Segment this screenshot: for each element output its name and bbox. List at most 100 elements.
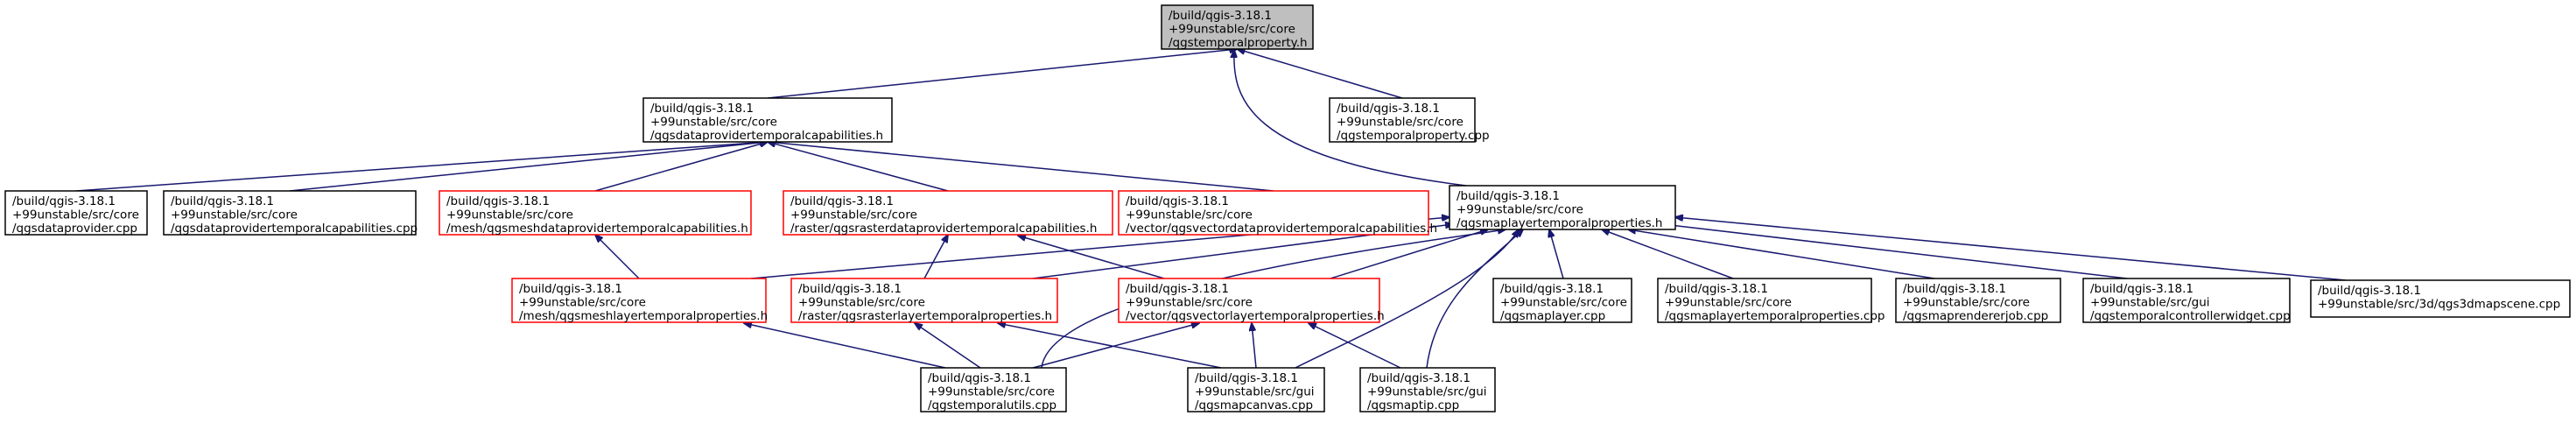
node-label-line: /raster/qgsrasterlayertemporalproperties… [798, 309, 1052, 323]
node-label-line: +99unstable/src/gui [2090, 296, 2210, 310]
node-label-line: /qgstemporalcontrollerwidget.cpp [2090, 309, 2291, 323]
node-box[interactable] [1895, 278, 2061, 323]
node-mesh_dptc[interactable]: /build/qgis-3.18.1+99unstable/src/core/m… [439, 190, 752, 236]
node-label-line: +99unstable/src/core [928, 385, 1055, 399]
node-vector_ltp[interactable]: /build/qgis-3.18.1+99unstable/src/core/v… [1118, 278, 1385, 323]
node-box[interactable] [4, 190, 148, 236]
node-label-line: /build/qgis-3.18.1 [1367, 371, 1470, 385]
edge-raster_dptc-to-dptc_h [768, 142, 949, 192]
edge-tu_cpp-to-raster_ltp [915, 323, 981, 369]
edge-mt_cpp-to-mltp_h [1426, 229, 1523, 369]
node-raster_dptc[interactable]: /build/qgis-3.18.1+99unstable/src/core/r… [783, 190, 1113, 236]
node-box[interactable] [2310, 279, 2571, 318]
node-label-line: /build/qgis-3.18.1 [650, 102, 754, 116]
node-label-line: /qgsmaplayer.cpp [1500, 309, 1605, 323]
node-scene_cpp[interactable]: /build/qgis-3.18.1+99unstable/src/3d/qgs… [2310, 279, 2571, 318]
node-label-line: /vector/qgsvectordataprovidertemporalcap… [1126, 222, 1437, 236]
node-mt_cpp[interactable]: /build/qgis-3.18.1+99unstable/src/gui/qg… [1359, 367, 1496, 412]
node-box[interactable] [2082, 278, 2291, 323]
node-label-line: +99unstable/src/3d/qgs3dmapscene.cpp [2318, 298, 2560, 312]
node-box[interactable] [920, 367, 1067, 412]
node-mesh_ltp[interactable]: /build/qgis-3.18.1+99unstable/src/core/m… [511, 278, 768, 323]
node-label-line: /qgsmapcanvas.cpp [1195, 398, 1313, 412]
node-box[interactable] [1187, 367, 1325, 412]
node-mltp_cpp[interactable]: /build/qgis-3.18.1+99unstable/src/core/q… [1657, 278, 1885, 323]
node-box[interactable] [783, 190, 1113, 236]
node-box[interactable] [1359, 367, 1496, 412]
node-box[interactable] [511, 278, 767, 323]
node-box[interactable] [1657, 278, 1872, 323]
node-label-line: +99unstable/src/gui [1195, 385, 1315, 399]
node-label-line: /qgsmaplayertemporalproperties.h [1456, 216, 1662, 230]
node-label-line: /qgsdataprovider.cpp [12, 222, 137, 236]
node-box[interactable] [163, 190, 417, 236]
node-label-line: +99unstable/src/core [1903, 296, 2030, 310]
node-label-line: /build/qgis-3.18.1 [171, 194, 274, 208]
edge-tcw_cpp-to-mltp_h [1663, 224, 2128, 279]
node-label-line: /build/qgis-3.18.1 [1195, 371, 1298, 385]
node-tu_cpp[interactable]: /build/qgis-3.18.1+99unstable/src/core/q… [920, 367, 1067, 412]
node-root: /build/qgis-3.18.1+99unstable/src/core/q… [1161, 4, 1314, 50]
edge-mc_cpp-to-vector_ltp [1252, 323, 1257, 369]
node-label-line: +99unstable/src/core [446, 208, 573, 222]
edge-renderjob_cpp-to-mltp_h [1628, 229, 1935, 279]
edge-dptc_cpp-to-dptc_h [289, 142, 768, 192]
node-label-line: +99unstable/src/core [1126, 296, 1253, 310]
node-label-line: /mesh/qgsmeshdataprovidertemporalcapabil… [446, 222, 748, 236]
node-label-line: /qgsmaptip.cpp [1367, 398, 1459, 412]
node-label-line: +99unstable/src/gui [1367, 385, 1487, 399]
node-label-line: /build/qgis-3.18.1 [790, 194, 894, 208]
node-box [1161, 4, 1314, 50]
edge-tu_cpp-to-vector_ltp [1032, 323, 1199, 369]
node-box[interactable] [1118, 190, 1429, 236]
node-label-line: /build/qgis-3.18.1 [2090, 282, 2193, 296]
node-box[interactable] [439, 190, 752, 236]
node-label-line: +99unstable/src/core [1126, 208, 1253, 222]
edge-mltp_cpp-to-mltp_h [1602, 229, 1734, 279]
node-label-line: /qgsmaprendererjob.cpp [1903, 309, 2048, 323]
node-label-line: /vector/qgsvectorlayertemporalproperties… [1126, 309, 1385, 323]
edge-dp_cpp-to-dptc_h [75, 142, 768, 192]
node-dptc_cpp[interactable]: /build/qgis-3.18.1+99unstable/src/core/q… [163, 190, 418, 236]
node-label-line: /raster/qgsrasterdataprovidertemporalcap… [790, 222, 1097, 236]
node-label-line: /build/qgis-3.18.1 [446, 194, 550, 208]
node-label-line: /qgsmaplayertemporalproperties.cpp [1665, 309, 1885, 323]
node-box[interactable] [1449, 185, 1676, 230]
node-box[interactable] [790, 278, 1058, 323]
edge-mt_cpp-to-vector_ltp [1309, 323, 1401, 369]
node-label-line: +99unstable/src/core [1169, 23, 1295, 37]
node-label-line: /build/qgis-3.18.1 [1665, 282, 1768, 296]
node-mltp_h[interactable]: /build/qgis-3.18.1+99unstable/src/core/q… [1449, 185, 1676, 230]
node-box[interactable] [1118, 278, 1380, 323]
edge-mesh_dptc-to-dptc_h [594, 142, 768, 192]
node-label-line: /build/qgis-3.18.1 [2318, 284, 2421, 298]
node-tcw_cpp[interactable]: /build/qgis-3.18.1+99unstable/src/gui/qg… [2082, 278, 2291, 323]
node-renderjob_cpp[interactable]: /build/qgis-3.18.1+99unstable/src/core/q… [1895, 278, 2061, 323]
node-tp_cpp[interactable]: /build/qgis-3.18.1+99unstable/src/core/q… [1329, 97, 1490, 143]
node-label-line: /build/qgis-3.18.1 [1903, 282, 2006, 296]
node-label-line: +99unstable/src/core [1665, 296, 1792, 310]
node-vector_dptc[interactable]: /build/qgis-3.18.1+99unstable/src/core/v… [1118, 190, 1437, 236]
node-dptc_h[interactable]: /build/qgis-3.18.1+99unstable/src/core/q… [642, 97, 893, 143]
node-label-line: /qgstemporalproperty.h [1169, 36, 1308, 50]
node-box[interactable] [1492, 278, 1632, 323]
edge-vector_ltp-to-mltp_h [1330, 229, 1488, 279]
node-label-line: +99unstable/src/core [798, 296, 925, 310]
edge-mc_cpp-to-mltp_h [1295, 229, 1519, 369]
edge-mltp_h-to-root [1234, 50, 1467, 187]
node-box[interactable] [1329, 97, 1476, 143]
node-label-line: /qgsdataprovidertemporalcapabilities.cpp [171, 222, 418, 236]
edge-mc_cpp-to-raster_ltp [998, 323, 1222, 369]
node-label-line: /build/qgis-3.18.1 [1169, 9, 1272, 23]
node-mc_cpp[interactable]: /build/qgis-3.18.1+99unstable/src/gui/qg… [1187, 367, 1325, 412]
node-raster_ltp[interactable]: /build/qgis-3.18.1+99unstable/src/core/r… [790, 278, 1058, 323]
node-box[interactable] [642, 97, 893, 143]
node-dp_cpp[interactable]: /build/qgis-3.18.1+99unstable/src/core/q… [4, 190, 148, 236]
node-label-line: /qgsdataprovidertemporalcapabilities.h [650, 129, 883, 143]
node-mapplayer_cpp[interactable]: /build/qgis-3.18.1+99unstable/src/core/q… [1492, 278, 1632, 323]
edge-mapplayer_cpp-to-mltp_h [1549, 229, 1564, 279]
edge-vector_dptc-to-dptc_h [768, 142, 1274, 192]
node-label-line: +99unstable/src/core [1337, 116, 1463, 130]
node-label-line: /build/qgis-3.18.1 [1126, 194, 1229, 208]
